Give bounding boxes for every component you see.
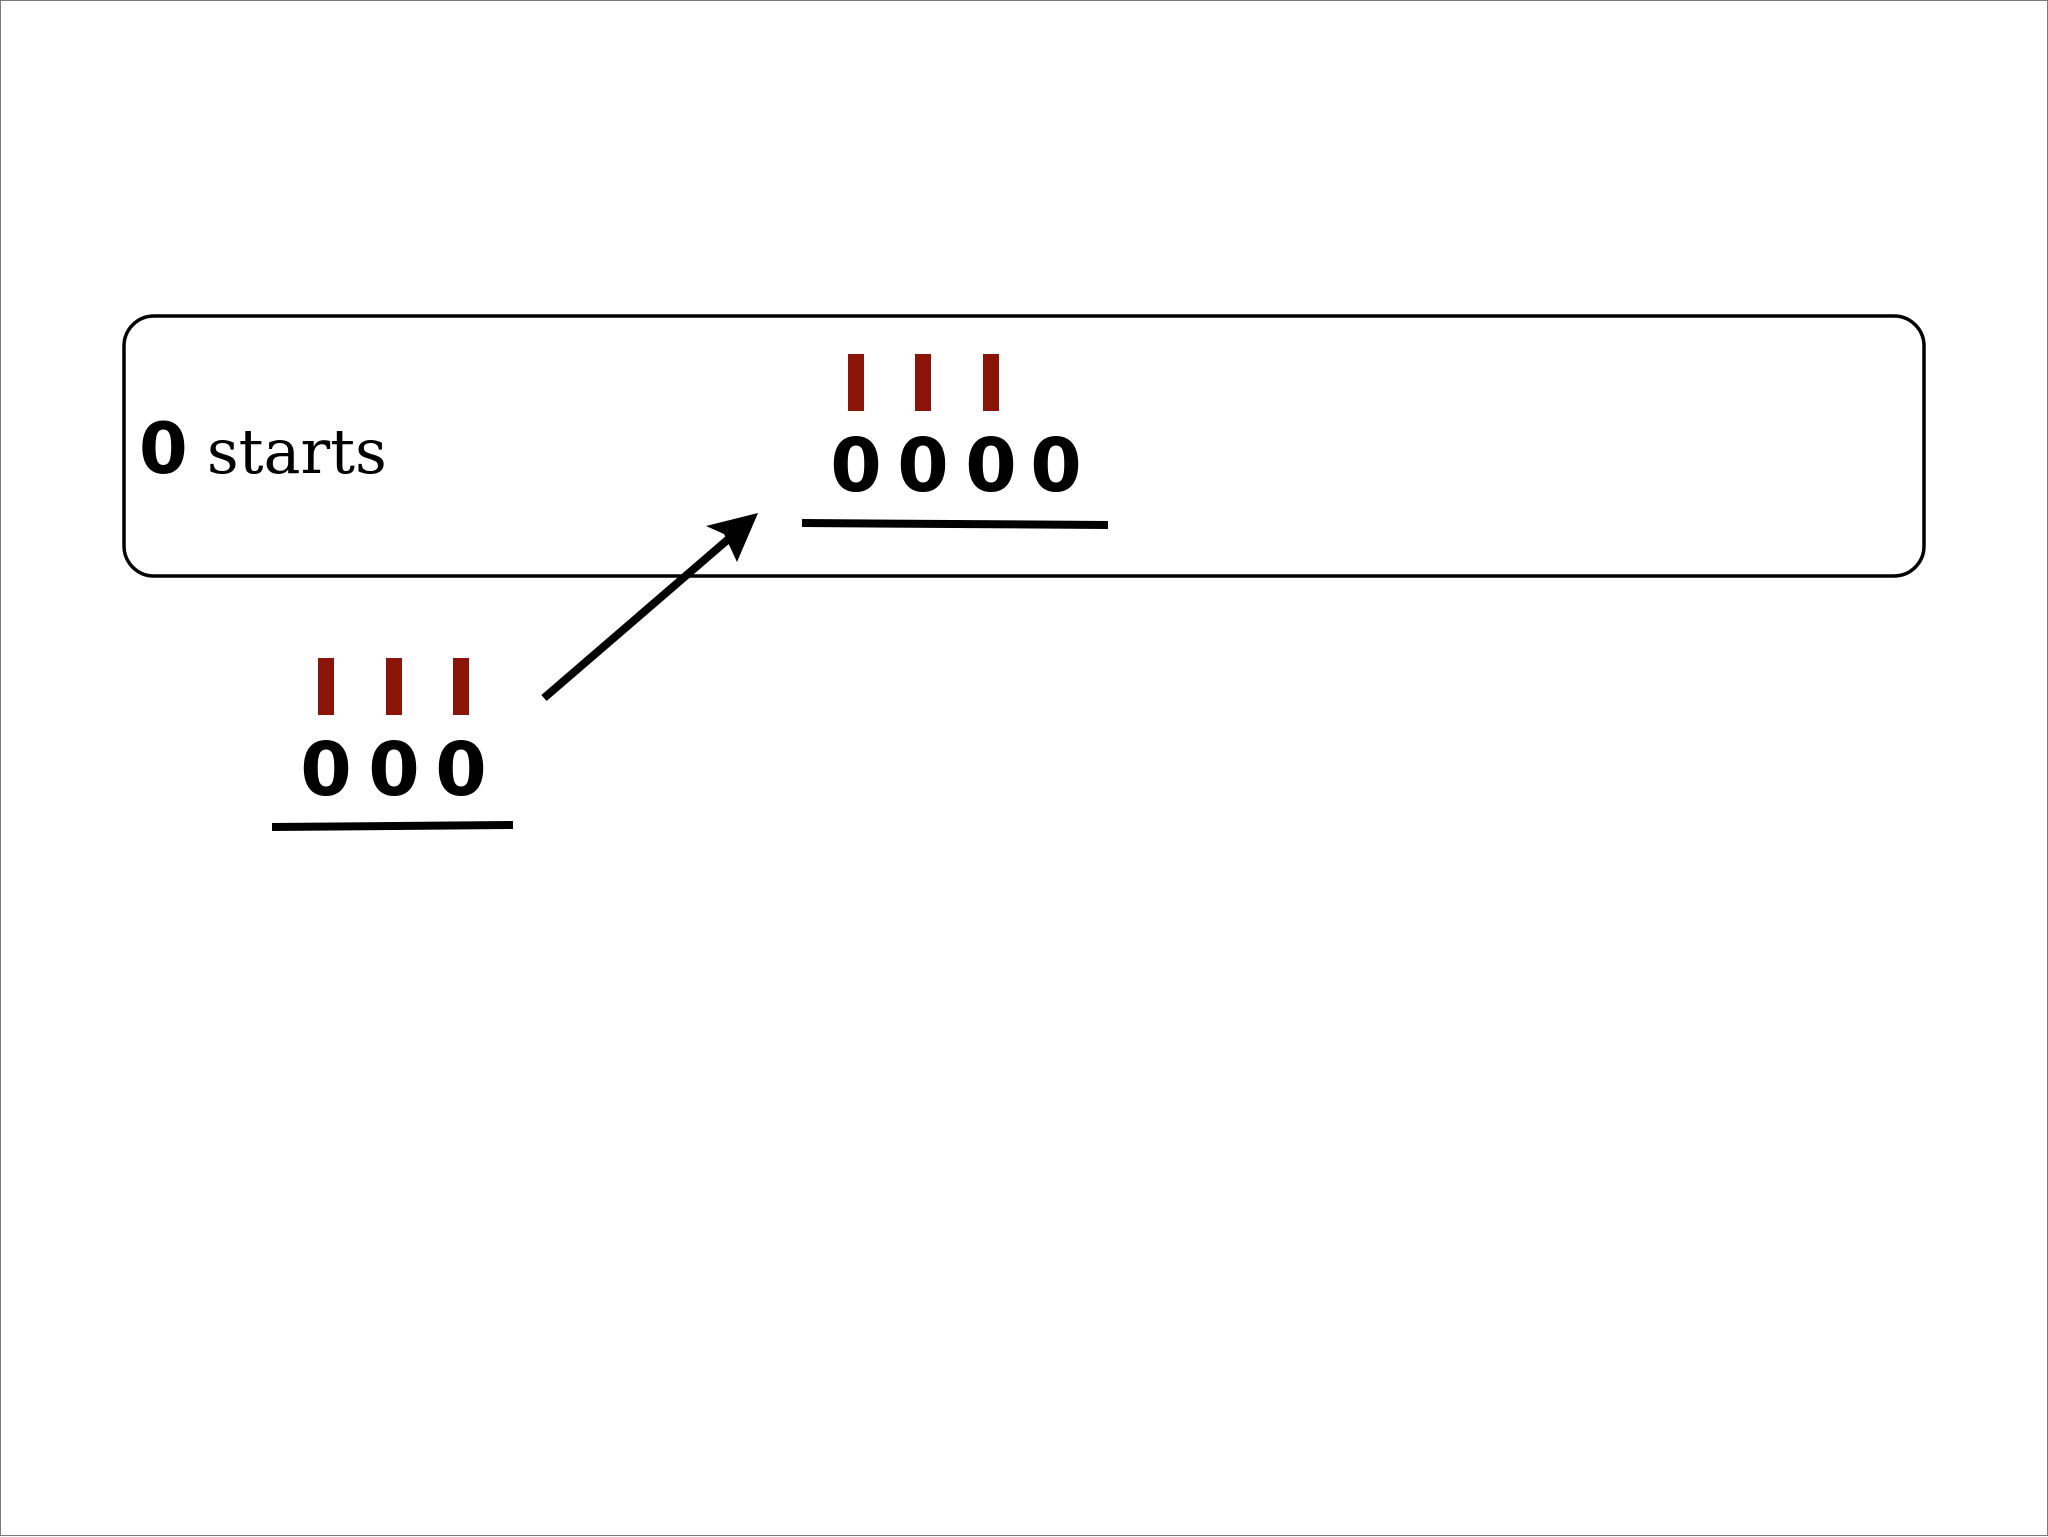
lower-markers (318, 658, 469, 715)
lower-underline (271, 821, 514, 831)
upper-digit: 0 (1030, 423, 1082, 509)
upper-underline (801, 519, 1109, 529)
upper-group: 0 0 0 0 (801, 354, 1109, 529)
lower-digit: 0 (435, 727, 487, 813)
arrow-up-right-icon (541, 513, 758, 702)
container-label-word: starts (207, 415, 387, 488)
upper-digit: 0 (830, 423, 882, 509)
lower-digit: 0 (368, 727, 420, 813)
arrow-shaft (541, 532, 735, 702)
upper-digit: 0 (965, 423, 1017, 509)
lower-marker (318, 658, 334, 715)
arrow-head (706, 513, 758, 562)
upper-marker (848, 354, 864, 411)
upper-digits: 0 0 0 0 (830, 423, 1082, 509)
container-label: 0 starts (139, 408, 387, 490)
container-label-count: 0 (139, 408, 188, 490)
upper-markers (848, 354, 999, 411)
upper-digit: 0 (897, 423, 949, 509)
lower-digit: 0 (300, 727, 352, 813)
lower-marker (386, 658, 402, 715)
lower-marker (453, 658, 469, 715)
starts-container-box (122, 314, 1926, 578)
upper-marker (983, 354, 999, 411)
lower-digits: 0 0 0 (300, 727, 487, 813)
lower-group: 0 0 0 (271, 658, 514, 831)
upper-marker (915, 354, 931, 411)
